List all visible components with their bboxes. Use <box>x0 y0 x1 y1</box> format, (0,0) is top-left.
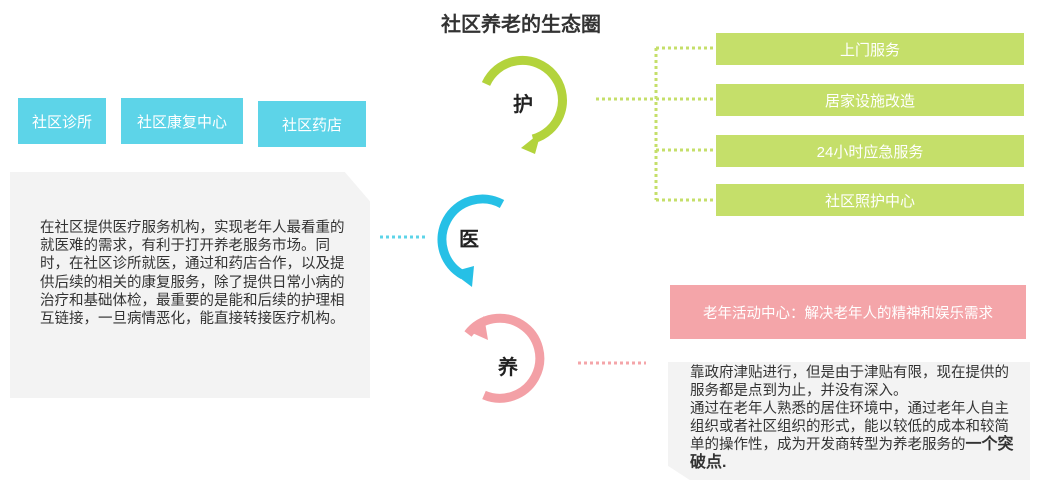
circle-label-yang: 养 <box>498 357 518 379</box>
circle-label-hu: 护 <box>513 94 533 116</box>
right-description-para2: 通过在老年人熟悉的居住环境中，通过老年人自主组织或者社区组织的形式，能以较低的成… <box>690 400 1018 472</box>
service-box-care-center: 社区照护中心 <box>716 184 1024 216</box>
dotted-connector-hu <box>596 46 714 202</box>
circle-label-yi: 医 <box>459 229 479 251</box>
right-description-panel: 靠政府津贴进行，但是由于津贴有限，现在提供的服务都是点到为止，并没有深入。 通过… <box>668 362 1030 480</box>
page-title: 社区养老的生态圈 <box>441 14 601 36</box>
service-box-emergency: 24小时应急服务 <box>716 135 1024 167</box>
para2-bold: 一个突破点 <box>690 436 1014 471</box>
circle-arrow-yi <box>437 194 505 287</box>
left-box-pharmacy: 社区药店 <box>258 101 366 147</box>
left-description-panel: 在社区提供医疗服务机构，实现老年人最看重的就医难的需求，有利于打开养老服务市场。… <box>10 172 370 398</box>
para2-prefix: 通过在老年人熟悉的居住环境中，通过老年人自主组织或者社区组织的形式，能以较低的成… <box>690 401 1009 453</box>
left-box-clinic: 社区诊所 <box>18 98 106 144</box>
right-description-para1: 靠政府津贴进行，但是由于津贴有限，现在提供的服务都是点到为止，并没有深入。 <box>690 365 1009 399</box>
service-box-home-renovation: 居家设施改造 <box>716 84 1024 116</box>
activity-center-box: 老年活动中心：解决老年人的精神和娱乐需求 <box>670 285 1026 339</box>
circle-arrow-hu <box>481 55 567 154</box>
para2-suffix: . <box>722 454 727 471</box>
service-box-home-visit: 上门服务 <box>716 33 1024 65</box>
circle-arrow-yang <box>464 313 545 403</box>
left-description-text: 在社区提供医疗服务机构，实现老年人最看重的就医难的需求，有利于打开养老服务市场。… <box>40 220 345 328</box>
left-box-rehab-center: 社区康复中心 <box>121 98 243 144</box>
